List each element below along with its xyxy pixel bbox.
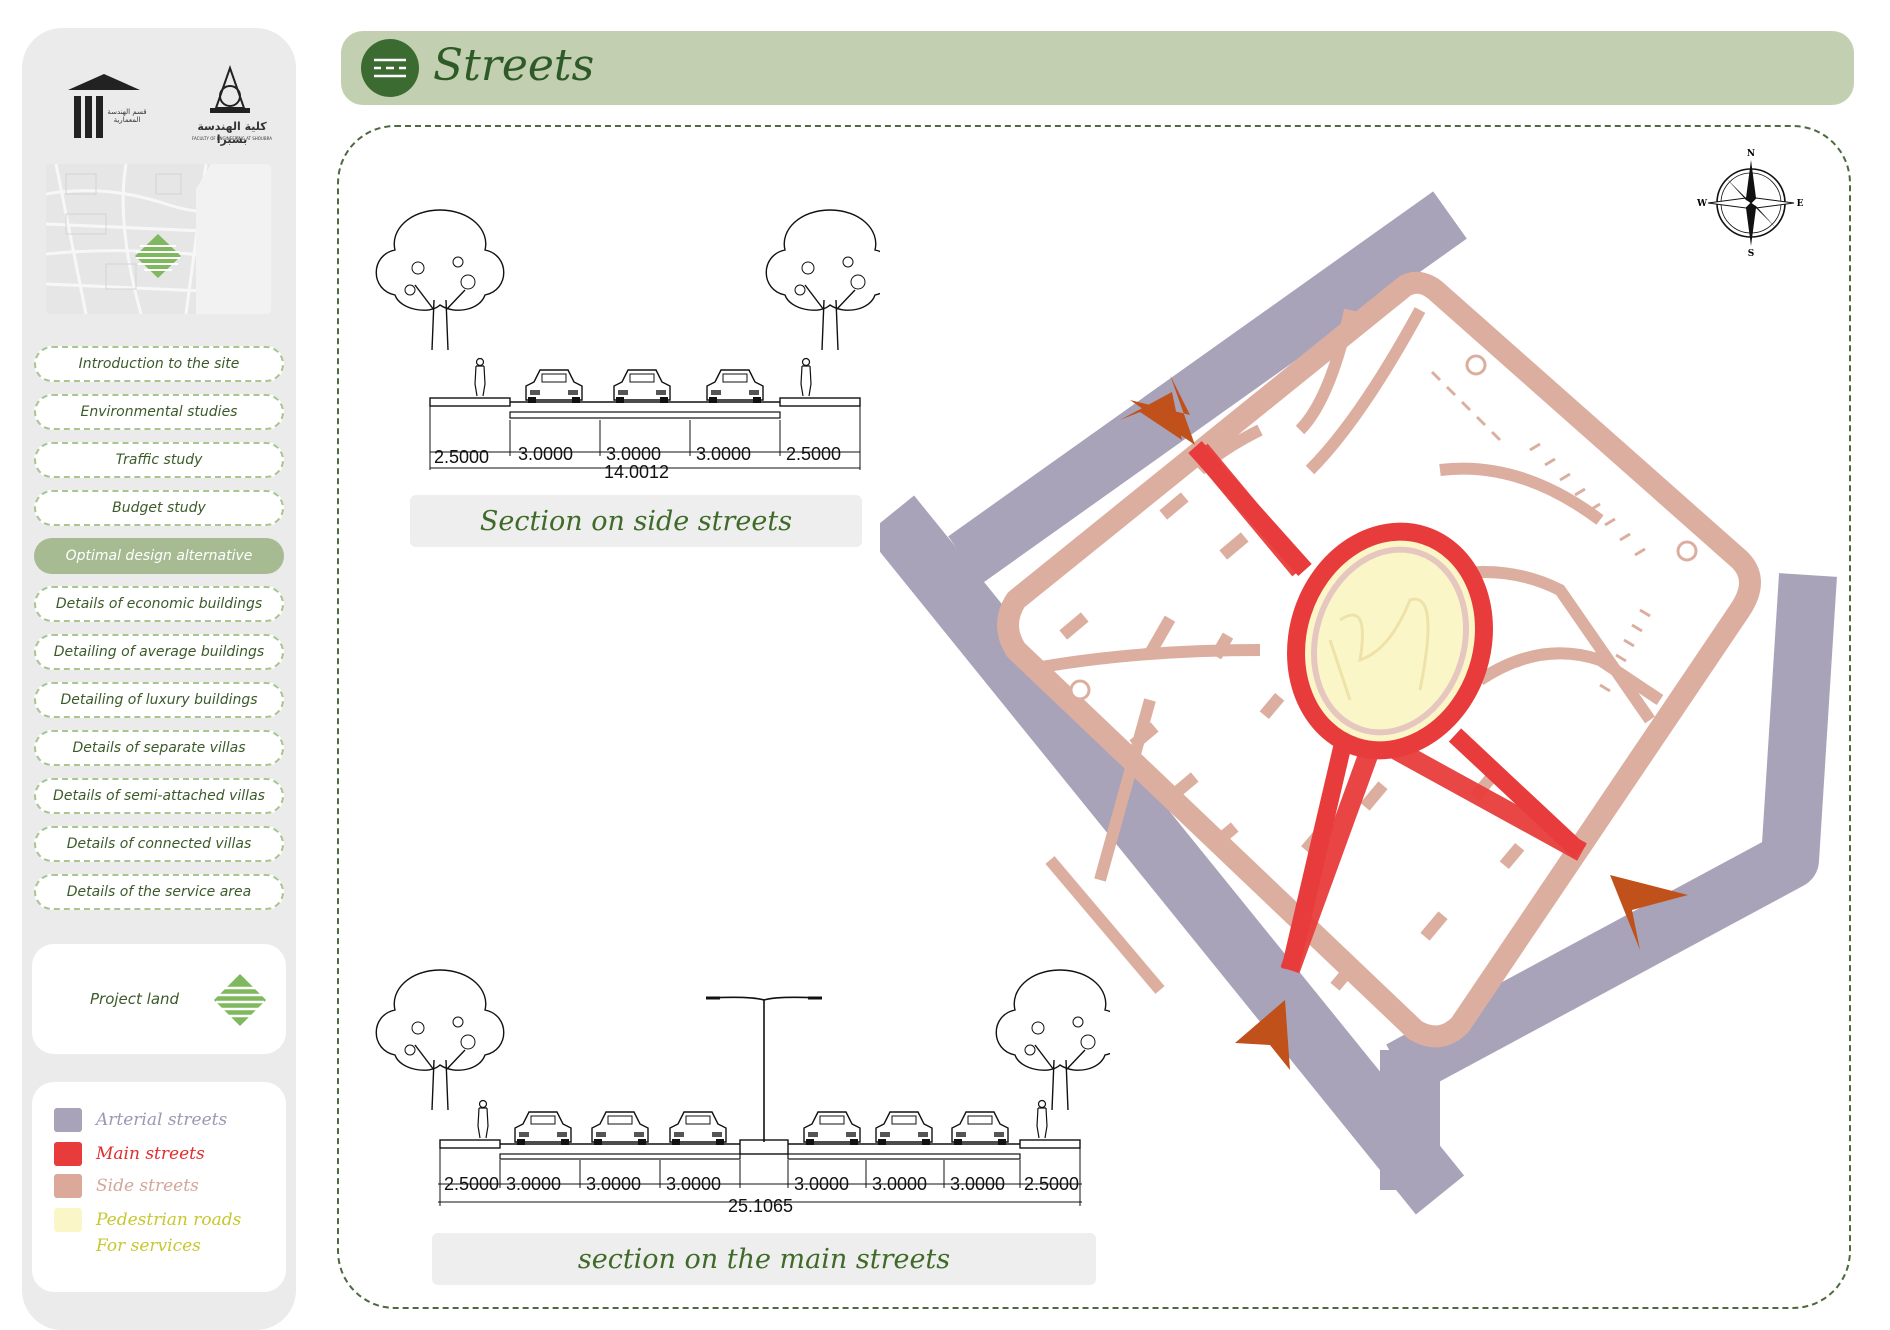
parking-ticks (1430, 370, 1651, 693)
street-legend: Arterial streets Main streets Side stree… (32, 1082, 286, 1292)
logo-area: قسم الهندسة المعمارية كلية الهندسة بشبرا… (22, 48, 296, 168)
nav-item-environmental[interactable]: Environmental studies (34, 394, 284, 430)
department-caption: قسم الهندسة المعمارية (107, 108, 147, 124)
entrance-arrow-north (1120, 392, 1182, 440)
main-dim-total: 25.1065 (728, 1196, 793, 1216)
compass-icon: N S E W (1696, 149, 1804, 258)
sidebar: قسم الهندسة المعمارية كلية الهندسة بشبرا… (22, 28, 296, 1330)
project-land-marker (135, 234, 181, 278)
nav-item-service-area[interactable]: Details of the service area (34, 874, 284, 910)
main-dim-7: 3.0000 (950, 1174, 1005, 1194)
nav-item-traffic[interactable]: Traffic study (34, 442, 284, 478)
main-dim-2: 3.0000 (506, 1174, 561, 1194)
road-icon (361, 39, 419, 97)
main-dim-5: 3.0000 (794, 1174, 849, 1194)
compass-north: N (1747, 149, 1755, 159)
entrance-arrow-south (1235, 1000, 1290, 1070)
side-dim-4: 3.0000 (696, 444, 751, 464)
nav-item-separate-villas[interactable]: Details of separate villas (34, 730, 284, 766)
side-dim-total: 14.0012 (604, 462, 669, 482)
site-plan (880, 191, 1837, 1215)
side-section-caption: Section on side streets (410, 495, 862, 547)
side-dim-2: 3.0000 (518, 444, 573, 464)
arterial-street-north (948, 191, 1467, 584)
entrance-arrow-east (1610, 875, 1688, 950)
nav-item-average-buildings[interactable]: Detailing of average buildings (34, 634, 284, 670)
legend-main: Main streets (54, 1140, 205, 1168)
legend-label-main: Main streets (96, 1144, 205, 1164)
arterial-street-east (1386, 573, 1837, 1096)
section-nav: Introduction to the site Environmental s… (34, 346, 284, 922)
legend-label-services: For services (96, 1236, 201, 1256)
main-street-section-drawing: 2.5000 3.0000 3.0000 3.0000 3.0000 3.000… (375, 969, 1110, 1216)
legend-services: For services (96, 1232, 201, 1260)
legend-swatch-pedestrian (54, 1208, 82, 1232)
project-land-label: Project land (90, 990, 180, 1008)
project-land-icon (214, 974, 266, 1026)
side-streets-internal (1023, 307, 1664, 994)
faculty-logo (210, 64, 250, 113)
page-title: Streets (433, 40, 595, 91)
compass-west: W (1696, 199, 1708, 209)
arterial-street-west (880, 495, 1465, 1215)
side-dim-1: 2.5000 (434, 447, 489, 467)
nav-item-economic-buildings[interactable]: Details of economic buildings (34, 586, 284, 622)
street-lamp (706, 996, 822, 1142)
main-dim-8: 2.5000 (1024, 1174, 1079, 1194)
legend-arterial: Arterial streets (54, 1106, 227, 1134)
main-streets-arms (1188, 441, 1587, 973)
side-dim-3: 3.0000 (606, 444, 661, 464)
project-land-key: Project land (32, 944, 286, 1054)
content-frame (337, 125, 1851, 1309)
pedestrian-plaza (1328, 597, 1430, 701)
legend-label-side: Side streets (96, 1176, 199, 1196)
faculty-caption: كلية الهندسة بشبرا (197, 120, 267, 146)
legend-pedestrian: Pedestrian roads (54, 1206, 241, 1234)
side-street-section-drawing: 2.5000 3.0000 3.0000 3.0000 2.5000 14.00… (375, 209, 880, 482)
legend-swatch-side (54, 1174, 82, 1198)
nav-item-semi-attached-villas[interactable]: Details of semi-attached villas (34, 778, 284, 814)
main-dim-3: 3.0000 (586, 1174, 641, 1194)
location-minimap (46, 164, 271, 314)
legend-swatch-main (54, 1142, 82, 1166)
side-dim-5: 2.5000 (786, 444, 841, 464)
nav-item-connected-villas[interactable]: Details of connected villas (34, 826, 284, 862)
main-dim-6: 3.0000 (872, 1174, 927, 1194)
nav-item-optimal-design[interactable]: Optimal design alternative (34, 538, 284, 574)
faculty-subcaption: FACULTY OF ENGINEERING AT SHOUBRA (192, 136, 272, 141)
legend-side: Side streets (54, 1172, 199, 1200)
building-blocks (1059, 492, 1525, 991)
legend-swatch-arterial (54, 1108, 82, 1132)
main-dim-1: 2.5000 (444, 1174, 499, 1194)
department-logo (68, 64, 250, 138)
compass-east: E (1797, 199, 1804, 209)
main-dim-4: 3.0000 (666, 1174, 721, 1194)
page-header: Streets (341, 31, 1854, 105)
nav-item-budget[interactable]: Budget study (34, 490, 284, 526)
compass-south: S (1748, 249, 1755, 258)
nav-item-introduction[interactable]: Introduction to the site (34, 346, 284, 382)
main-section-caption: section on the main streets (432, 1233, 1096, 1285)
legend-label-pedestrian: Pedestrian roads (96, 1210, 242, 1230)
entrance-arrows (1120, 375, 1688, 1070)
nav-item-luxury-buildings[interactable]: Detailing of luxury buildings (34, 682, 284, 718)
legend-label-arterial: Arterial streets (96, 1110, 228, 1130)
